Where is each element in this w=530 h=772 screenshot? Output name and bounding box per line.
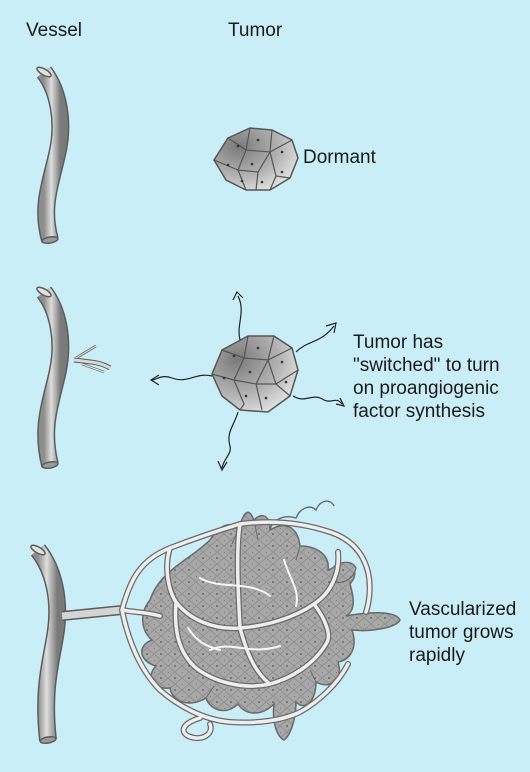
dormant-stage-label: Dormant: [303, 146, 376, 169]
signal-arrow-up: [238, 296, 241, 340]
vessel-2-sprouting: [36, 285, 110, 469]
signal-arrowhead-up-right: [326, 323, 336, 333]
vascularized-stage-label: Vascularized tumor grows rapidly: [409, 598, 516, 667]
switched-stage-label: Tumor has "switched" to turn on proangio…: [353, 331, 500, 423]
signal-arrow-up-right: [296, 326, 334, 352]
signal-arrow-left: [152, 375, 212, 380]
switched-tumor: [212, 336, 298, 412]
vessel-3: [30, 543, 122, 744]
signal-arrow-down: [222, 412, 238, 468]
vessel-1: [36, 65, 61, 244]
dormant-tumor: [214, 128, 298, 190]
signal-arrow-down-right: [293, 396, 342, 404]
